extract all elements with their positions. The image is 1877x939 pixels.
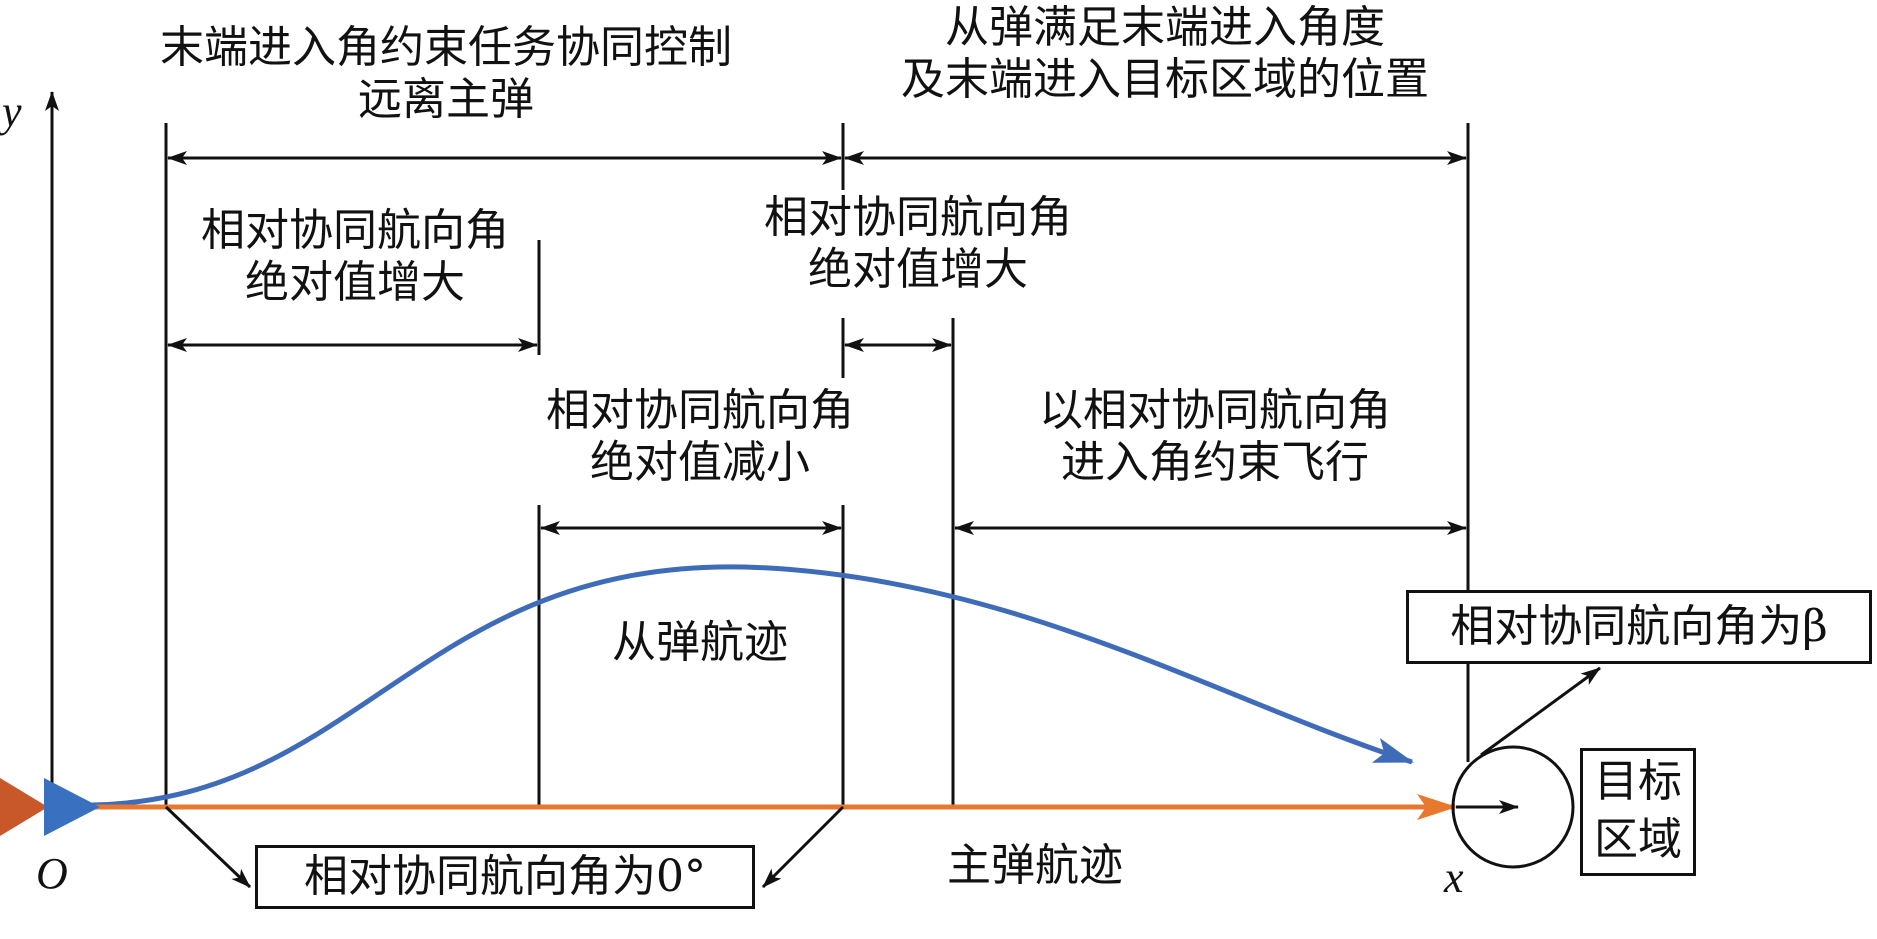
overall-right-line1: 从弹满足末端进入角度 [945,2,1385,53]
target-region-line1: 目标 [1594,756,1682,807]
leader-trajectory-label: 主弹航迹 [947,840,1123,891]
origin-label: O [36,849,68,898]
overall-left-label: 末端进入角约束任务协同控制 远离主弹 [96,22,796,126]
phase3-line2: 绝对值增大 [808,244,1028,295]
overall-right-label: 从弹满足末端进入角度 及末端进入目标区域的位置 [835,2,1495,106]
overall-left-line2: 远离主弹 [358,74,534,125]
x-axis-label: x [1444,853,1464,902]
phase3-label: 相对协同航向角 绝对值增大 [718,192,1118,296]
overall-left-line1: 末端进入角约束任务协同控制 [160,22,732,73]
pointer-to-zero-box-right [761,805,845,889]
beta-angle-box: 相对协同航向角为β [1406,590,1872,664]
phase3-line1: 相对协同航向角 [764,192,1072,243]
target-region-box: 目标 区域 [1580,748,1696,876]
phase2-label: 相对协同航向角 绝对值减小 [500,385,900,489]
target-region-circle [1451,745,1575,869]
phase1-label: 相对协同航向角 绝对值增大 [160,205,550,309]
target-region-line2: 区域 [1594,814,1682,865]
phase2-line1: 相对协同航向角 [546,385,854,436]
zero-angle-box: 相对协同航向角为0° [255,845,755,909]
overall-right-line2: 及末端进入目标区域的位置 [901,54,1429,105]
phase4-label: 以相对协同航向角 进入角约束飞行 [985,385,1445,489]
leader-start-marker [0,778,48,836]
phase4-line1: 以相对协同航向角 [1039,385,1391,436]
pointer-to-zero-box-left [164,805,252,889]
phase1-line1: 相对协同航向角 [201,205,509,256]
follower-trajectory [91,564,1414,808]
follower-start-marker [44,778,100,836]
pointer-to-beta-box [1480,666,1601,757]
follower-trajectory-label: 从弹航迹 [612,617,788,668]
phase4-line2: 进入角约束飞行 [1061,437,1369,488]
phase1-line2: 绝对值增大 [245,257,465,308]
phase2-line2: 绝对值减小 [590,437,810,488]
y-axis-label: y [2,87,22,136]
